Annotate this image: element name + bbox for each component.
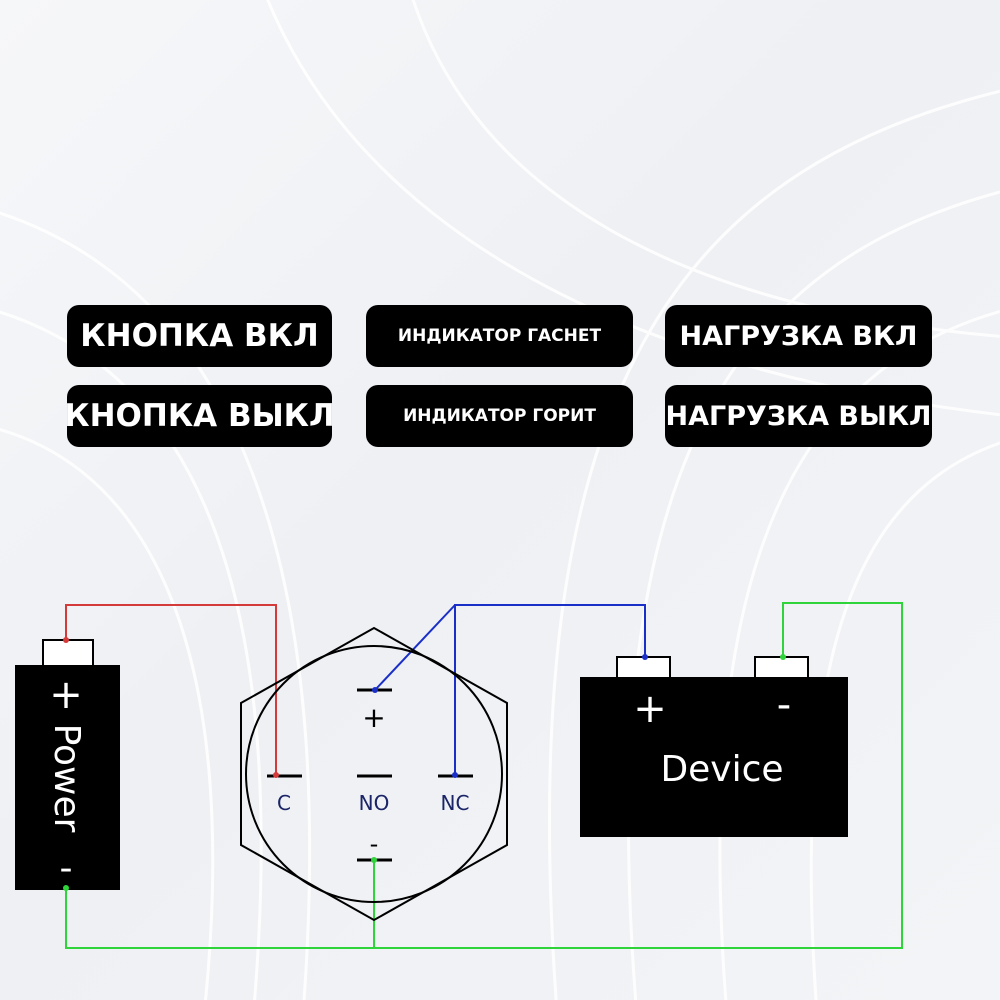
label-button-off: КНОПКА ВЫКЛ xyxy=(64,385,335,447)
switch-nc-label: NC xyxy=(441,791,470,815)
label-indicator-off: ИНДИКАТОР ГАСНЕТ xyxy=(366,305,633,367)
power-minus-node xyxy=(63,885,69,891)
power-body xyxy=(15,665,120,890)
label-load-off: НАГРУЗКА ВЫКЛ xyxy=(665,385,932,447)
device-minus-node xyxy=(780,654,786,660)
device-body xyxy=(580,677,848,837)
power-plus-node xyxy=(63,637,69,643)
switch-no-label: NO xyxy=(359,791,390,815)
switch-plus-label: + xyxy=(362,701,385,734)
switch-plus-node xyxy=(372,687,378,693)
switch-nc-node xyxy=(452,772,458,778)
power-minus-label: - xyxy=(60,848,73,889)
label-button-on: КНОПКА ВКЛ xyxy=(67,305,332,367)
switch-c-node xyxy=(273,772,279,778)
switch-hexagon xyxy=(240,626,508,922)
switch-minus-label: - xyxy=(370,830,379,858)
device-plus-terminal xyxy=(616,656,671,680)
switch-minus-node xyxy=(371,857,377,863)
power-plus-label: + xyxy=(49,672,83,718)
power-terminal xyxy=(42,639,94,667)
wire-blue-nc xyxy=(454,604,646,775)
label-indicator-on: ИНДИКАТОР ГОРИТ xyxy=(366,385,633,447)
wire-blue-plus xyxy=(374,604,456,691)
device-minus-terminal xyxy=(754,656,809,680)
switch-circle xyxy=(245,645,503,903)
device-plus-label: + xyxy=(633,686,667,732)
wire-red xyxy=(65,604,277,775)
wire-green xyxy=(65,602,903,949)
device-plus-node xyxy=(642,654,648,660)
device-name-label: Device xyxy=(660,749,783,790)
switch-c-label: C xyxy=(277,791,291,815)
label-load-on: НАГРУЗКА ВКЛ xyxy=(665,305,932,367)
device-minus-label: - xyxy=(777,682,791,728)
power-name-label: Power xyxy=(46,724,87,833)
